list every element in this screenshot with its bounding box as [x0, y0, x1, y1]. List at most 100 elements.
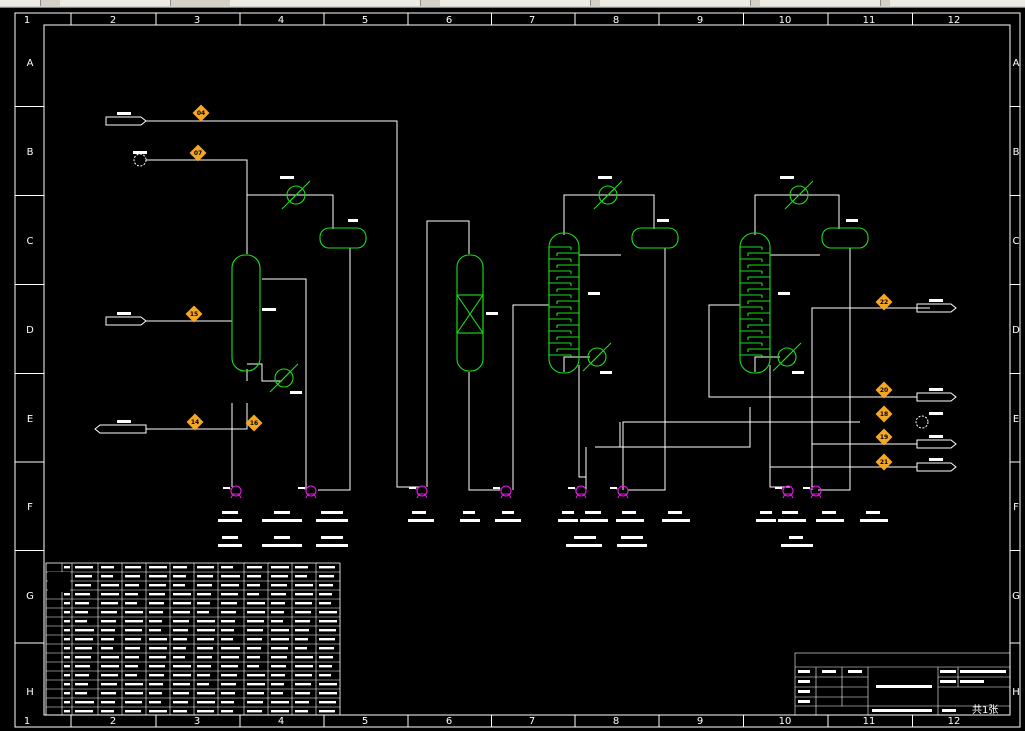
condenser-1: [280, 176, 311, 210]
stream-number-marker: 07: [189, 144, 207, 162]
column-number: 4: [278, 15, 284, 26]
column-number: 3: [194, 716, 200, 727]
stream-number-marker: 22: [875, 293, 893, 311]
stream-number-marker: 20: [875, 381, 893, 399]
stream-number-marker: 16: [245, 414, 263, 432]
reflux-drum-3: [631, 219, 679, 249]
column-number: 2: [110, 15, 116, 26]
stream-number: 04: [197, 110, 205, 117]
stream-number: 22: [880, 299, 888, 306]
row-letter: B: [27, 147, 34, 158]
pump-icon: [610, 485, 629, 499]
column-number: 5: [362, 15, 368, 26]
column-number: 8: [613, 15, 619, 26]
row-letter: H: [1012, 687, 1020, 698]
equipment: [231, 176, 869, 394]
toolbar-plot-combo[interactable]: [890, 0, 1025, 6]
row-letter: F: [27, 502, 33, 513]
process-piping: [146, 120, 930, 491]
reboiler-3: [582, 342, 612, 374]
distillation-column-4: [739, 232, 790, 374]
row-letter: D: [26, 325, 34, 336]
stream-number-marker: 18: [875, 405, 893, 423]
column-number: 12: [948, 716, 961, 727]
stream-number-marker: 19: [875, 428, 893, 446]
condenser-4: [780, 176, 814, 210]
pump-icon: [298, 485, 317, 499]
pump-icon: [803, 485, 822, 499]
pump-icon: [775, 485, 794, 499]
column-number: 3: [194, 15, 200, 26]
column-number: 2: [110, 716, 116, 727]
column-number: 5: [362, 716, 368, 727]
toolbar-color-combo[interactable]: [760, 0, 881, 6]
stream-number-markers: 04 07 15 14 16 22 20 18 19 21: [185, 104, 893, 471]
row-letter: C: [1013, 236, 1020, 247]
row-letter: D: [1012, 325, 1020, 336]
stream-number: 07: [194, 150, 202, 157]
row-letter: A: [1013, 58, 1020, 69]
column-number: 8: [613, 716, 619, 727]
column-number: 1: [24, 716, 30, 727]
row-letter-labels-right: A B C D E F G H: [1012, 58, 1020, 698]
pump-icon: [409, 485, 428, 499]
column-number: 6: [446, 15, 452, 26]
column-number: 12: [948, 15, 961, 26]
stream-number: 21: [880, 459, 888, 466]
column-number: 1: [24, 15, 30, 26]
stream-terminals: [94, 112, 957, 472]
column-number: 7: [529, 15, 535, 26]
column-number: 10: [779, 716, 792, 727]
stream-number: 20: [880, 387, 888, 394]
row-letter: G: [26, 591, 34, 602]
toolbar-layer-combo[interactable]: [60, 0, 171, 6]
column-number: 11: [863, 15, 876, 26]
column-number: 10: [779, 15, 792, 26]
toolbar-lineweight-combo[interactable]: [600, 0, 751, 6]
toolbar-style-combo[interactable]: [230, 0, 421, 6]
stream-number: 19: [880, 434, 888, 441]
row-letter: B: [1013, 147, 1020, 158]
packed-reactor: [456, 254, 498, 372]
reflux-drum-4: [821, 219, 869, 249]
sheet-count: 共1张: [972, 704, 998, 716]
condenser-3: [593, 176, 623, 210]
stream-number-marker: 04: [192, 104, 210, 122]
stream-number-marker: 14: [186, 413, 204, 431]
stream-number-marker: 15: [185, 305, 203, 323]
row-letter: A: [27, 58, 34, 69]
stream-number: 16: [250, 420, 258, 427]
material-balance-table: [45, 562, 341, 716]
window-toolbar: [0, 0, 1025, 8]
column-number: 9: [697, 15, 703, 26]
title-block: 共1张: [794, 652, 1011, 716]
column-number: 4: [278, 716, 284, 727]
stream-number: 18: [880, 411, 888, 418]
row-letter: H: [26, 687, 34, 698]
row-letter: E: [1013, 414, 1019, 425]
row-letter: G: [1012, 591, 1020, 602]
row-letter: F: [1013, 502, 1019, 513]
row-letter-labels-left: A B C D E F G H: [26, 58, 34, 698]
pump-icon: [223, 485, 242, 499]
pump-icon: [568, 485, 587, 499]
column-number: 7: [529, 716, 535, 727]
distillation-column-3: [548, 232, 600, 374]
toolbar-linetype-combo[interactable]: [440, 0, 591, 6]
stream-number: 14: [191, 419, 199, 426]
pump-icon: [493, 485, 512, 499]
equipment-tag-captions: [218, 511, 888, 547]
toolbar-buttons[interactable]: [0, 0, 41, 6]
distillation-column-1: [231, 254, 276, 372]
drawing-border: [14, 12, 1021, 728]
reboiler-4: [772, 342, 804, 374]
reboiler-1: [269, 363, 302, 394]
stream-number: 15: [190, 311, 198, 318]
row-letter: E: [27, 414, 33, 425]
stream-number-marker: 21: [875, 453, 893, 471]
column-number: 11: [863, 716, 876, 727]
row-letter: C: [27, 236, 34, 247]
